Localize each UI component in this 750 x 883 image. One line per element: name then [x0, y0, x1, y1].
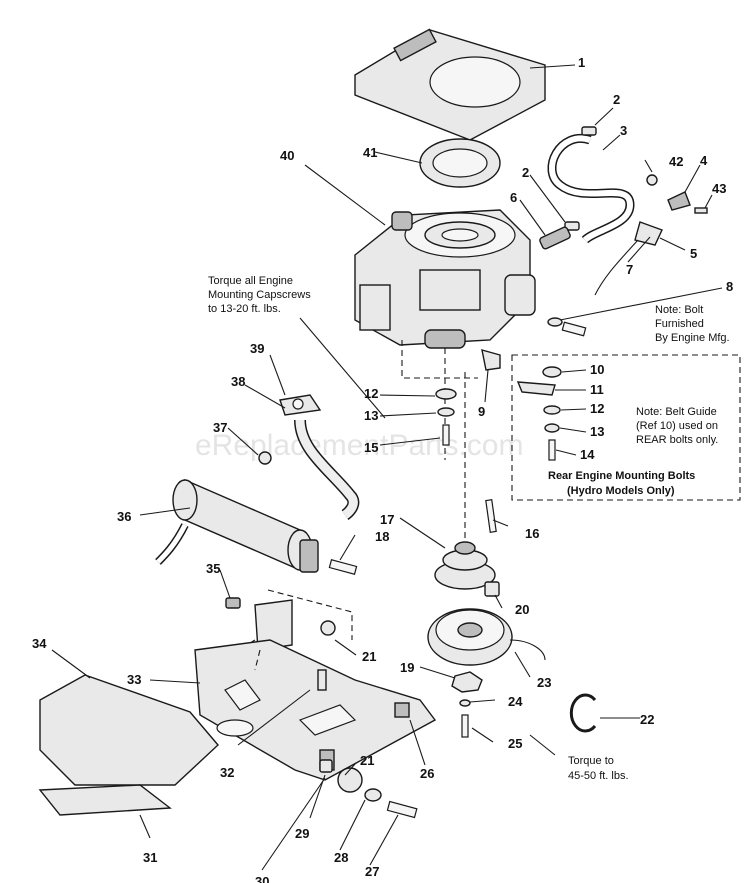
svg-text:REAR bolts only.: REAR bolts only. — [636, 434, 718, 446]
callout-10: 10 — [590, 362, 604, 377]
svg-text:45-50 ft. lbs.: 45-50 ft. lbs. — [568, 770, 629, 782]
callout-37: 37 — [213, 420, 227, 435]
frame-hardware-part — [319, 620, 418, 819]
callout-36: 36 — [117, 509, 131, 524]
svg-text:Rear Engine Mounting Bolts: Rear Engine Mounting Bolts — [548, 470, 695, 482]
callout-39: 39 — [250, 341, 264, 356]
callout-3: 3 — [620, 123, 627, 138]
svg-text:(Hydro Models Only): (Hydro Models Only) — [567, 485, 675, 497]
svg-text:Torque to: Torque to — [568, 755, 614, 767]
svg-text:Mounting Capscrews: Mounting Capscrews — [208, 289, 311, 301]
heat-shield-part — [38, 674, 219, 816]
svg-text:By Engine Mfg.: By Engine Mfg. — [655, 332, 730, 344]
callout-12b: 12 — [590, 401, 604, 416]
torque-engine-note: Torque all Engine Mounting Capscrews to … — [208, 275, 311, 315]
callout-14: 14 — [580, 447, 595, 462]
callout-35: 35 — [206, 561, 220, 576]
callout-40: 40 — [280, 148, 294, 163]
rear-bolts-box — [511, 354, 741, 501]
callout-2: 2 — [613, 92, 620, 107]
callout-17: 17 — [380, 512, 394, 527]
callout-34: 34 — [32, 636, 47, 651]
callout-27: 27 — [365, 864, 379, 879]
watermark: eReplacementParts.com — [195, 429, 523, 462]
callout-38: 38 — [231, 374, 245, 389]
callout-20: 20 — [515, 602, 529, 617]
muffler-bolt-part — [328, 559, 358, 575]
callout-8: 8 — [726, 279, 733, 294]
svg-text:Torque all Engine: Torque all Engine — [208, 275, 293, 287]
filter-ring-part — [419, 138, 501, 188]
callout-18: 18 — [375, 529, 389, 544]
callout-33: 33 — [127, 672, 141, 687]
mounting-stack-part — [401, 340, 478, 460]
leader-lines — [51, 64, 723, 871]
callout-30: 30 — [255, 874, 269, 883]
assembly-line-2 — [254, 649, 261, 671]
callout-15: 15 — [364, 440, 378, 455]
exhaust-pipe-part — [258, 394, 360, 520]
pulley-bolt-part — [451, 372, 483, 738]
callout-25: 25 — [508, 736, 522, 751]
callout-2b: 2 — [522, 165, 529, 180]
callout-4: 4 — [700, 153, 708, 168]
callout-9: 9 — [478, 404, 485, 419]
callout-19: 19 — [400, 660, 414, 675]
callout-21: 21 — [362, 649, 376, 664]
throttle-control-part — [594, 174, 708, 296]
callout-13: 13 — [364, 408, 378, 423]
callout-5: 5 — [690, 246, 697, 261]
engine-cover-part — [354, 28, 546, 141]
callout-42: 42 — [669, 154, 683, 169]
callout-7: 7 — [626, 262, 633, 277]
pulley-part — [434, 499, 497, 590]
belt-guide-note: Note: Belt Guide (Ref 10) used on REAR b… — [636, 406, 718, 446]
callout-28: 28 — [334, 850, 348, 865]
callout-26: 26 — [420, 766, 434, 781]
elbow-fitting-part — [481, 349, 501, 371]
callout-24: 24 — [508, 694, 523, 709]
callout-1: 1 — [578, 55, 585, 70]
muffler-part — [155, 478, 319, 573]
callout-12: 12 — [364, 386, 378, 401]
callout-6: 6 — [510, 190, 517, 205]
callout-11: 11 — [590, 382, 604, 397]
assembly-line-1 — [267, 589, 353, 640]
svg-text:(Ref 10) used on: (Ref 10) used on — [636, 420, 718, 432]
engine-mount-frame-part — [194, 639, 437, 781]
svg-text:Note: Belt Guide: Note: Belt Guide — [636, 406, 717, 418]
callout-22: 22 — [640, 712, 654, 727]
callout-numbers: 1 2 3 2 6 42 4 43 5 7 8 40 41 39 38 37 3… — [32, 55, 733, 883]
callout-29: 29 — [295, 826, 309, 841]
engine-bolt-part — [547, 317, 587, 337]
callout-41: 41 — [363, 145, 377, 160]
callout-21b: 21 — [360, 753, 374, 768]
callout-31: 31 — [143, 850, 157, 865]
torque-pulley-note: Torque to 45-50 ft. lbs. — [568, 755, 629, 782]
clutch-part — [427, 581, 597, 733]
callout-13b: 13 — [590, 424, 604, 439]
fitting-part — [539, 226, 571, 250]
svg-text:Furnished: Furnished — [655, 318, 704, 330]
svg-text:Note: Bolt: Note: Bolt — [655, 304, 703, 316]
callout-23: 23 — [537, 675, 551, 690]
fuel-hose-part — [547, 126, 635, 244]
bolt-note: Note: Bolt Furnished By Engine Mfg. — [655, 304, 730, 344]
engine-part — [354, 209, 536, 349]
rear-bolts-note: Rear Engine Mounting Bolts (Hydro Models… — [548, 470, 695, 497]
callout-32: 32 — [220, 765, 234, 780]
callout-43: 43 — [712, 181, 726, 196]
callout-16: 16 — [525, 526, 539, 541]
svg-text:to 13-20 ft. lbs.: to 13-20 ft. lbs. — [208, 303, 281, 315]
